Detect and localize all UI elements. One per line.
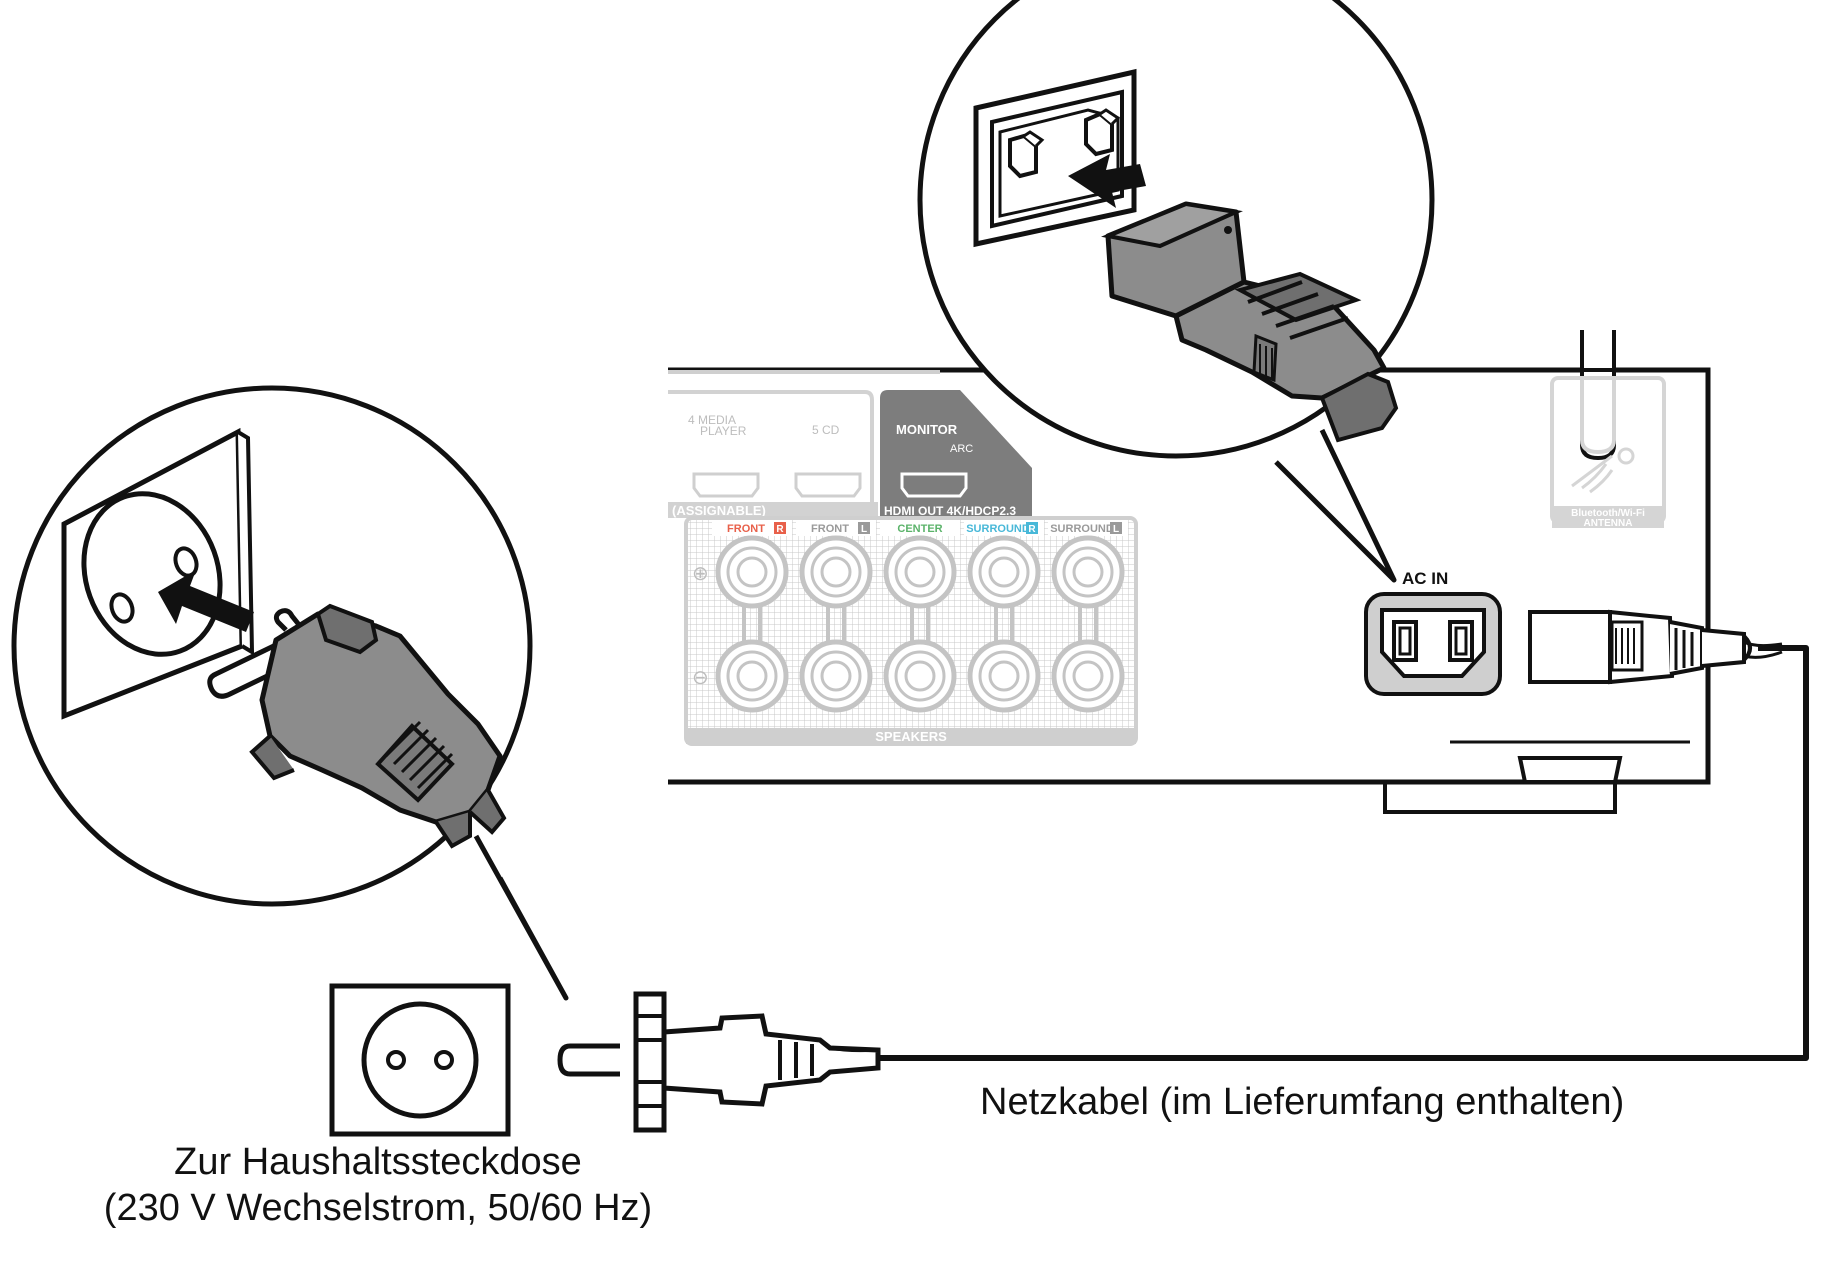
speaker-terminal-minus[interactable]	[967, 639, 1041, 713]
wall-socket-closeup	[61, 427, 255, 720]
inlet-magnifier	[917, 0, 1435, 583]
hdmi-out-label: HDMI OUT 4K/HDCP2.3	[884, 504, 1016, 518]
polarity-minus-label: ⊖	[692, 667, 709, 689]
speaker-channel-3: CENTER	[880, 520, 960, 713]
speaker-channel-label: SURROUND	[1050, 523, 1114, 535]
ac-inlet-closeup	[973, 68, 1137, 248]
receiver-rear-panel: (ASSIGNABLE) 4 MEDIA PLAYER 5 CD MONITOR…	[668, 330, 1752, 814]
wall-outlet	[329, 983, 511, 1137]
hdmi-port-5[interactable]	[794, 472, 862, 498]
speaker-channel-label: FRONT	[727, 523, 765, 535]
insert-arrow-top	[1068, 154, 1146, 208]
power-cable	[878, 645, 1809, 1061]
hdmi-in-4-label-line1: 4 MEDIA	[688, 413, 736, 427]
hdmi-in-group-label: (ASSIGNABLE)	[672, 503, 766, 518]
speaker-terminal-minus[interactable]	[1051, 639, 1125, 713]
speaker-terminal-minus[interactable]	[799, 639, 873, 713]
ac-in-label: AC IN	[1402, 569, 1448, 588]
hdmi-in-5-label: 5 CD	[812, 423, 840, 437]
insert-arrow-left	[158, 570, 254, 632]
speaker-terminal-plus[interactable]	[883, 535, 957, 609]
hdmi-input-area: (ASSIGNABLE) 4 MEDIA PLAYER 5 CD	[668, 390, 878, 518]
outlet-caption-line2: (230 V Wechselstrom, 50/60 Hz)	[103, 1186, 653, 1229]
speaker-channel-1: FRONT R	[712, 520, 792, 713]
hdmi-out-arc-label: ARC	[950, 443, 973, 455]
ac-in-inlet[interactable]: AC IN	[1364, 569, 1502, 696]
schuko-plug-closeup	[249, 603, 507, 849]
speakers-label: SPEAKERS	[875, 729, 947, 744]
iec-connector-plug	[1528, 609, 1752, 685]
speaker-channel-badge: R	[1028, 524, 1036, 535]
speaker-channel-badge: L	[1113, 524, 1119, 535]
speaker-channel-label: SURROUND	[966, 523, 1030, 535]
speaker-channel-label: CENTER	[897, 523, 942, 535]
schuko-plug	[557, 991, 881, 1133]
speaker-terminal-plus[interactable]	[967, 535, 1041, 609]
receiver-foot	[1383, 782, 1617, 814]
hdmi-port-4[interactable]	[692, 472, 760, 498]
speaker-channel-label: FRONT	[811, 523, 849, 535]
speaker-terminal-plus[interactable]	[1051, 535, 1125, 609]
receiver-foot	[1517, 756, 1623, 784]
cable-caption: Netzkabel (im Lieferumfang enthalten)	[980, 1081, 1625, 1123]
antenna-label-line1: Bluetooth/Wi-Fi	[1571, 508, 1645, 519]
speaker-channel-2: FRONT L	[796, 520, 876, 713]
hdmi-out-port[interactable]	[900, 472, 968, 498]
hdmi-out-monitor-label: MONITOR	[896, 422, 958, 437]
speaker-terminal-plus[interactable]	[715, 535, 789, 609]
speaker-channel-badge: R	[776, 524, 784, 535]
speaker-terminal-minus[interactable]	[883, 639, 957, 713]
outlet-caption-line1: Zur Haushaltssteckdose	[174, 1141, 582, 1183]
hdmi-out-area: MONITOR ARC HDMI OUT 4K/HDCP2.3	[880, 390, 1032, 518]
outlet-caption: Zur Haushaltssteckdose (230 V Wechselstr…	[98, 1140, 658, 1231]
speaker-channel-badge: L	[861, 524, 867, 535]
speaker-terminal-minus[interactable]	[715, 639, 789, 713]
bluetooth-wifi-antenna: Bluetooth/Wi-Fi ANTENNA	[1550, 330, 1666, 529]
iec-plug-closeup	[1101, 201, 1399, 443]
speaker-terminal-plus[interactable]	[799, 535, 873, 609]
hdmi-in-4-label-line2: PLAYER	[700, 424, 747, 438]
outlet-magnifier	[11, 385, 569, 1001]
polarity-plus-label: ⊕	[692, 563, 709, 585]
antenna-label-line2: ANTENNA	[1584, 518, 1633, 529]
